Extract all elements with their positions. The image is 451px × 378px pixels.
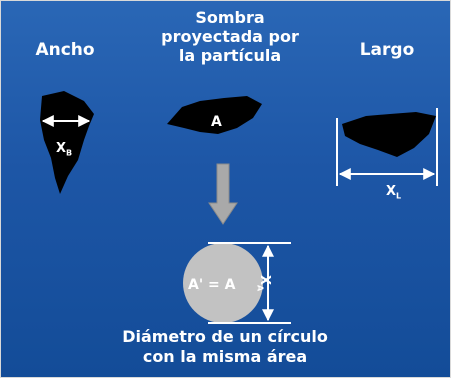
caption-line-1: Diámetro de un círculo <box>122 327 328 346</box>
shadow-title: Sombra proyectada por la partícula <box>130 8 330 65</box>
bottom-caption: Diámetro de un círculo con la misma área <box>60 327 390 367</box>
width-symbol: XB <box>56 141 72 158</box>
diameter-symbol-sub: A <box>255 285 265 292</box>
length-symbol-base: X <box>386 184 397 199</box>
width-title: Ancho <box>35 40 95 60</box>
shadow-title-line-3: la partícula <box>178 46 282 65</box>
down-arrow-icon <box>208 163 238 225</box>
width-symbol-base: X <box>56 141 67 156</box>
diameter-symbol-base: X <box>257 275 272 286</box>
area-label: A <box>211 114 222 130</box>
length-title: Largo <box>359 40 415 60</box>
width-symbol-sub: B <box>66 148 73 158</box>
equivalent-circle <box>183 243 263 323</box>
caption-line-2: con la misma área <box>142 347 308 366</box>
length-symbol-sub: L <box>396 191 402 201</box>
shadow-title-line-1: Sombra <box>195 8 265 27</box>
particle-shadow-shape <box>167 96 262 134</box>
equal-area-label: A' = A <box>188 277 236 293</box>
shadow-title-line-2: proyectada por <box>161 27 299 46</box>
particle-length-shape <box>342 112 436 157</box>
diameter-symbol: XA <box>255 275 272 291</box>
length-symbol: XL <box>386 184 401 201</box>
